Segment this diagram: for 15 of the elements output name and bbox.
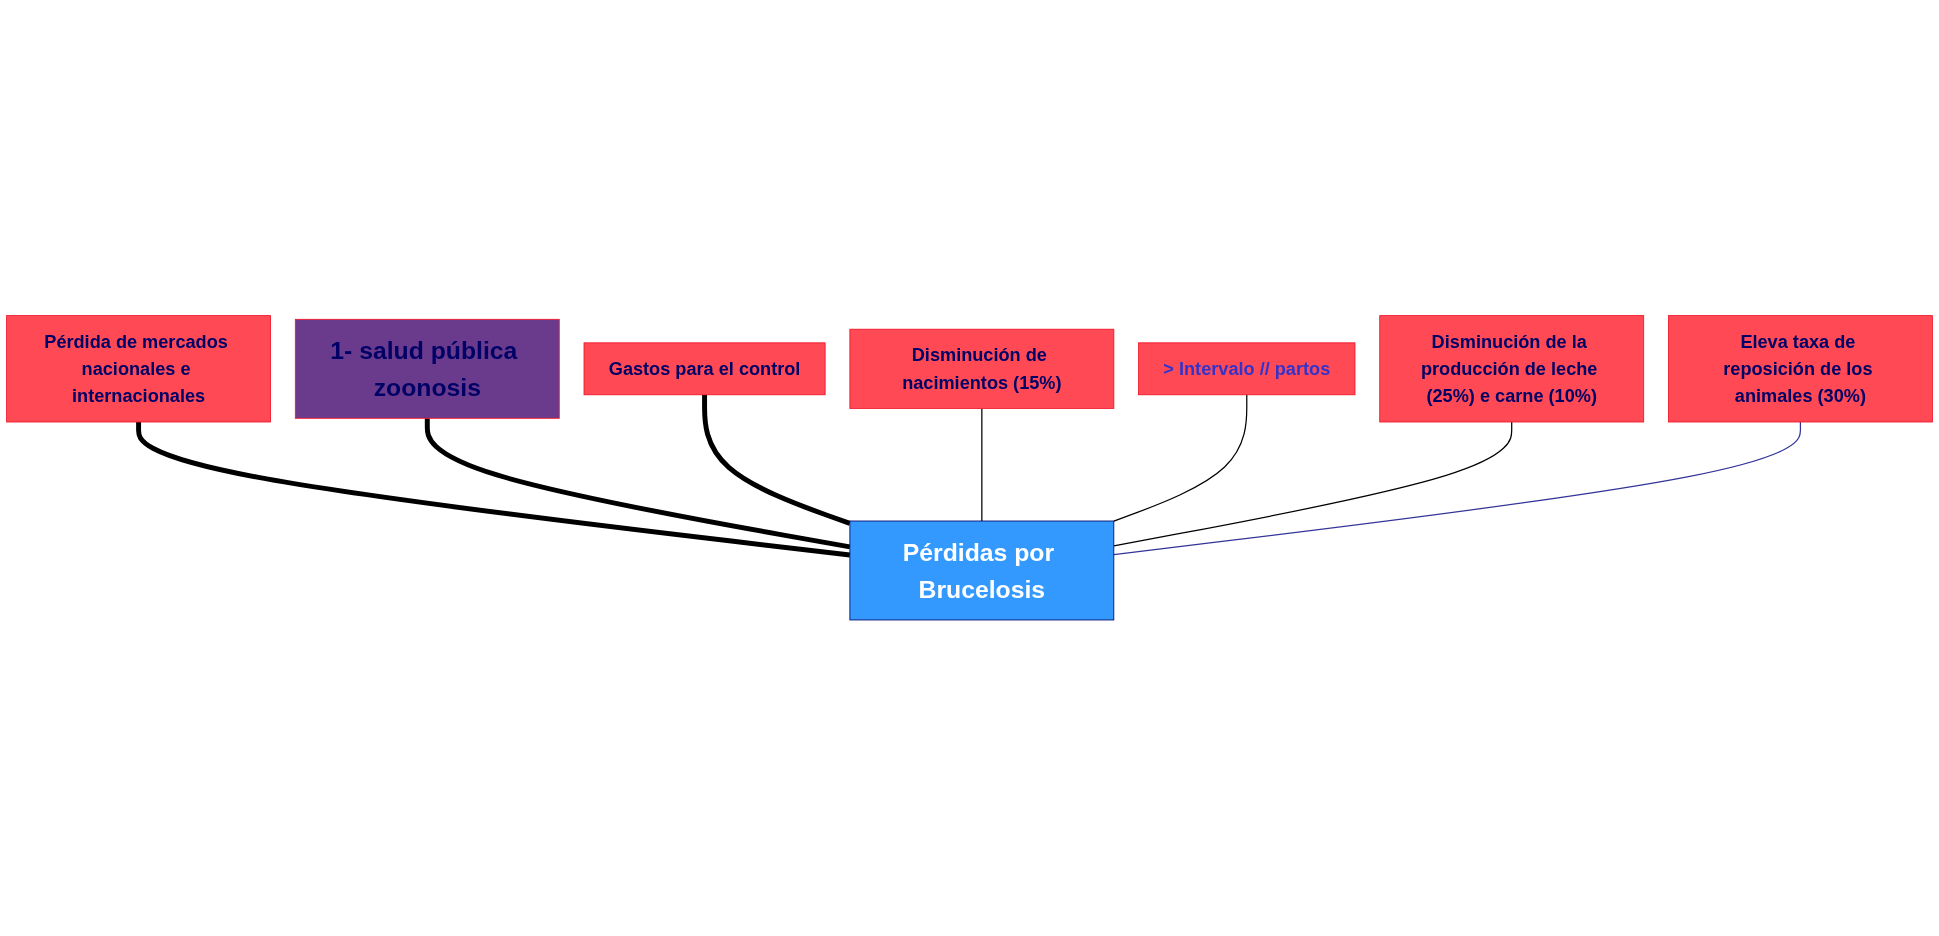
node-box: > Intervalo // partos [1138, 342, 1356, 396]
connector [424, 418, 851, 550]
node-box: Gastos para el control [583, 342, 826, 396]
node-box: 1- salud pública zoonosis [294, 319, 560, 419]
connector [1113, 421, 1513, 547]
node-box: Eleva taxa de reposición de los animales (30%) [1668, 315, 1933, 423]
connector [981, 408, 983, 522]
node-box: Disminución de la producción de leche (25%) e carne (10%) [1379, 315, 1645, 423]
node-box: Pérdida de mercados nacionales e internacionales [6, 315, 271, 423]
node-box: Pérdidas por Brucelosis [849, 520, 1115, 621]
connector [136, 422, 851, 558]
node-box: Disminución de nacimientos (15%) [849, 329, 1115, 409]
connector [1113, 394, 1248, 522]
connector [1113, 421, 1802, 556]
connector [702, 395, 851, 526]
